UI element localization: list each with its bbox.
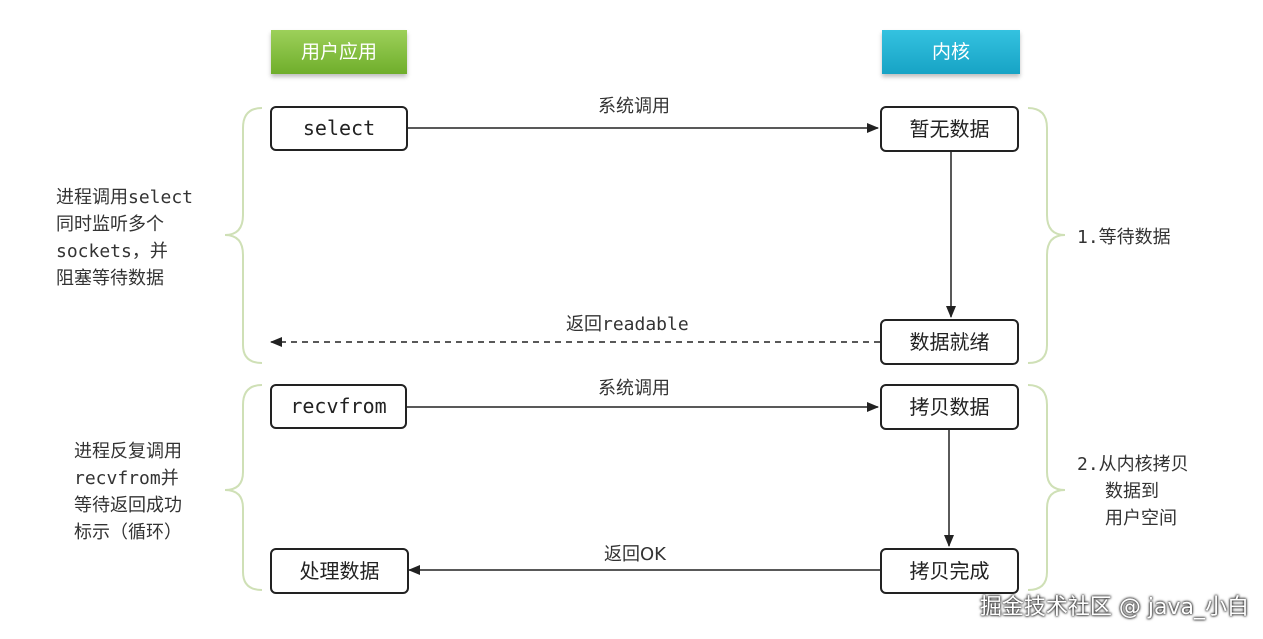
syscall-label-1: 系统调用 [598,96,670,117]
right-note-1: 1.等待数据 [1077,224,1171,251]
left-brace-2 [224,384,263,591]
right-note-2-line: 用户空间 [1105,508,1177,529]
left-note-2-line: recvfrom并 [74,468,179,489]
left-note-2-line: 等待返回成功 [74,495,182,516]
left-brace-1 [224,107,263,364]
right-note-2-line: 2.从内核拷贝 [1077,454,1189,475]
left-note-2-line: 标示（循环） [74,522,182,543]
watermark: 掘金技术社区 @ java_小白 [979,595,1249,620]
right-note-2: 2.从内核拷贝 数据到 用户空间 [1077,451,1189,532]
recvfrom-box: recvfrom [270,384,407,429]
left-note-1-line: 同时监听多个 [56,214,164,235]
right-note-2-line: 数据到 [1105,481,1159,502]
select-box: select [270,106,408,151]
right-note-1-line: 1.等待数据 [1077,227,1171,248]
process-data-box: 处理数据 [270,548,409,594]
syscall-label-2: 系统调用 [598,378,670,399]
right-brace-2 [1027,384,1066,591]
return-readable-label: 返回readable [566,314,689,335]
left-note-1: 进程调用select 同时监听多个 sockets，并 阻塞等待数据 [56,184,193,292]
return-ok-label: 返回OK [604,544,666,565]
right-brace-1 [1027,107,1066,364]
left-note-1-line: sockets，并 [56,241,168,262]
left-note-1-line: 阻塞等待数据 [56,268,164,289]
no-data-box: 暂无数据 [880,106,1019,152]
left-note-2: 进程反复调用 recvfrom并 等待返回成功 标示（循环） [74,438,182,546]
data-ready-box: 数据就绪 [880,319,1019,365]
copy-data-box: 拷贝数据 [880,384,1019,430]
left-note-1-line: 进程调用select [56,187,194,208]
kernel-header: 内核 [882,30,1020,74]
copy-done-box: 拷贝完成 [880,548,1019,594]
left-note-2-line: 进程反复调用 [74,441,182,462]
user-app-header: 用户应用 [271,30,407,74]
